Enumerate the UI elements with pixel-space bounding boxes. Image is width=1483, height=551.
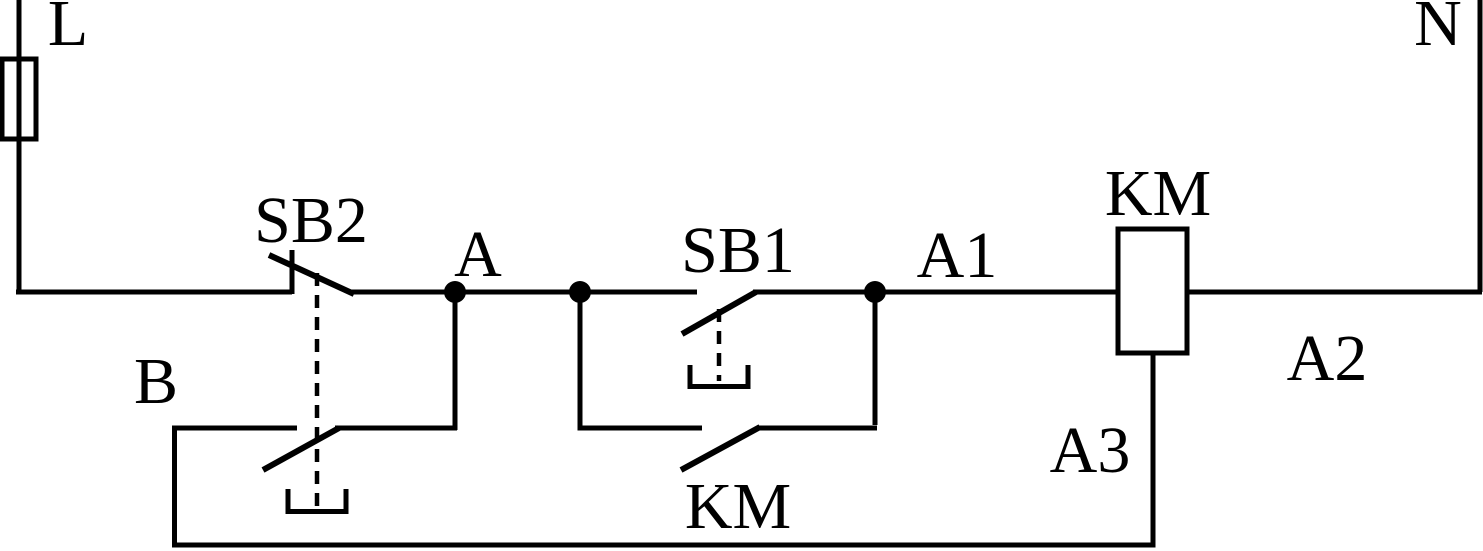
label-neutral-terminal: N: [1414, 0, 1462, 60]
sb2-nc-blade-icon: [267, 252, 356, 297]
b-branch-wire: [172, 353, 1156, 548]
label-node-a: A: [454, 218, 502, 291]
km-coil-icon: [1115, 226, 1190, 356]
label-contactor-aux-contact: KM: [685, 470, 791, 543]
label-terminal-a1: A1: [917, 219, 998, 292]
junction-drop-wires: [452, 292, 878, 430]
label-terminal-a3: A3: [1050, 414, 1131, 487]
label-start-button: SB1: [681, 214, 795, 287]
sb1-pushbutton-actuator-icon: [687, 365, 751, 389]
sb2-no-blade-icon: [261, 425, 341, 473]
fuse-icon: [0, 56, 39, 142]
label-node-b: B: [134, 345, 178, 418]
label-stop-button: SB2: [254, 184, 368, 257]
label-line-terminal: L: [48, 0, 88, 60]
km-aux-no-blade-icon: [679, 424, 762, 473]
sb2-pushbutton-actuator-icon: [285, 489, 349, 514]
label-terminal-a2: A2: [1287, 322, 1368, 395]
label-contactor-coil: KM: [1105, 157, 1211, 230]
